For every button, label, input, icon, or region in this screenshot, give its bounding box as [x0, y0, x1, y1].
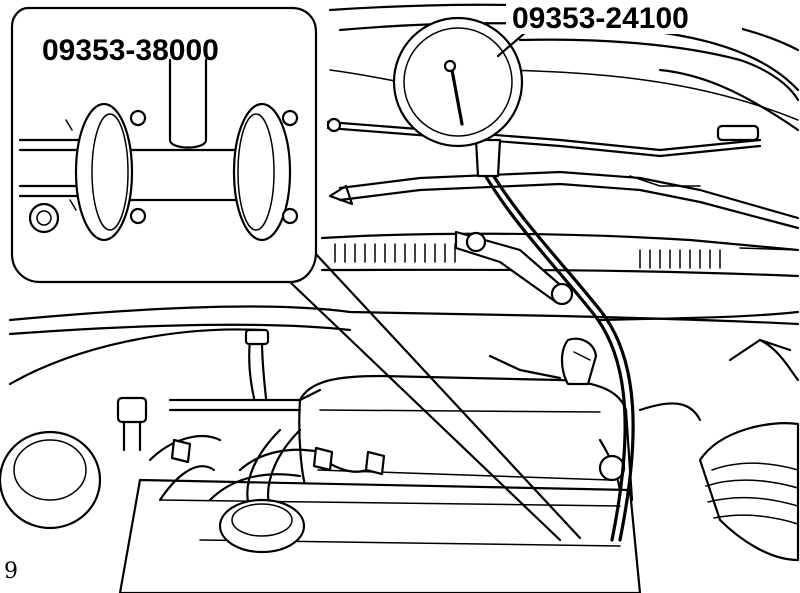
- inset-pointer: [288, 250, 582, 542]
- cowl-rod: [326, 117, 762, 158]
- spark-plug-wires: [148, 435, 386, 502]
- engine-bay-edge: [8, 305, 800, 386]
- figure-corner-mark: 9: [4, 559, 18, 584]
- adapter-part-number-label: 09353-38000: [42, 34, 219, 67]
- adapter-inset: [10, 6, 318, 284]
- compression-gauge: [392, 16, 635, 542]
- cowl-grille: [320, 232, 800, 278]
- distributor: [218, 498, 306, 554]
- oil-filler-cap: [560, 337, 598, 386]
- vacuum-hoses: [168, 328, 626, 492]
- coolant-reservoir: [0, 396, 148, 530]
- gauge-part-number-label: 09353-24100: [512, 2, 689, 35]
- gauge-label-backing: [506, 0, 742, 34]
- wiper-pivot: [454, 230, 574, 306]
- wiper-arm: [328, 170, 800, 230]
- air-intake-hose: [638, 338, 800, 562]
